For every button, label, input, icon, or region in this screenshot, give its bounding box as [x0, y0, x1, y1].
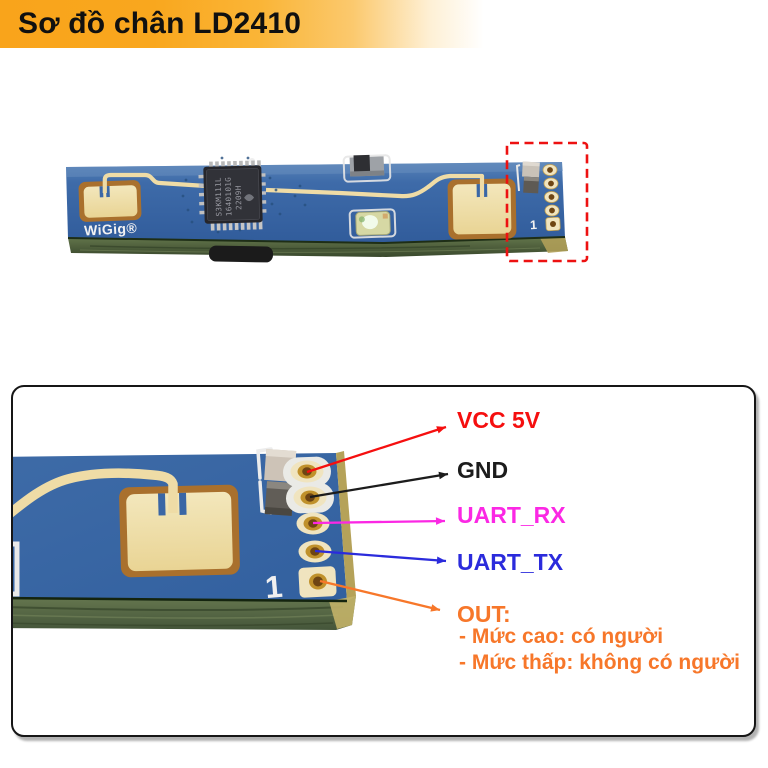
silkscreen-outline-partial [13, 541, 20, 597]
chip-marking-line1: S3KM111L [214, 177, 224, 217]
pcb-closeup: 1 [13, 425, 449, 630]
pcb-top-view: S3KM111L 1640101G 2209H [66, 141, 589, 263]
antenna-patch-right [447, 178, 517, 240]
silkscreen-bracket [515, 164, 521, 192]
wigig-silkscreen: WiGig® [84, 220, 138, 239]
pin-label-gnd: GND [457, 457, 509, 483]
page-title: Sơ đồ chân LD2410 [18, 7, 302, 40]
arrow-gnd [438, 471, 448, 480]
capacitor-pair [522, 161, 540, 194]
feed-trace-left [102, 172, 207, 193]
pin-label-uart-rx: UART_RX [457, 502, 566, 528]
chip-marking-line3: 2209H [234, 185, 244, 210]
pin-label-out: OUT: [457, 601, 511, 627]
via-dots [181, 156, 307, 234]
pinout-panel: 1 VCC 5V GND UART_RX UART_TX OUT: [11, 385, 756, 737]
pin-label-uart-tx: UART_TX [457, 549, 564, 575]
leader-gnd [309, 472, 449, 499]
annotation-lines [306, 425, 449, 612]
pin1-marker-closeup: 1 [264, 569, 284, 605]
pin-area-highlight-box [505, 141, 589, 263]
pin1-marker: 1 [530, 218, 538, 232]
antenna-patch-left [78, 180, 142, 222]
chip-marking-line2: 1640101G [224, 177, 234, 217]
radar-chip: S3KM111L 1640101G 2209H [198, 160, 267, 231]
arrow-rx [435, 517, 445, 525]
feed-trace-closeup [13, 468, 178, 518]
component-top [342, 154, 392, 183]
feed-trace-right [265, 173, 485, 200]
pin-label-vcc: VCC 5V [457, 407, 541, 433]
leader-rx [312, 519, 446, 525]
status-led [348, 208, 397, 239]
leader-out [319, 579, 441, 612]
out-note-high: - Mức cao: có người [459, 625, 664, 648]
board-mount-tab [208, 245, 274, 263]
header-pins [542, 164, 561, 232]
out-note-low: - Mức thấp: không có người [459, 651, 740, 674]
chip-logo [244, 194, 255, 202]
pin-pads-closeup [283, 456, 337, 598]
pcb-corner-view: 1 [13, 447, 356, 630]
header-bar: Sơ đồ chân LD2410 [0, 0, 768, 48]
arrow-vcc [436, 426, 446, 434]
leader-tx [314, 549, 447, 563]
arrow-out [430, 604, 440, 612]
antenna-patch-closeup [119, 484, 240, 578]
annotation-arrowheads [430, 426, 448, 612]
leader-vcc [306, 425, 447, 474]
ld2410-board-photo: S3KM111L 1640101G 2209H [66, 141, 589, 263]
arrow-tx [436, 556, 446, 565]
